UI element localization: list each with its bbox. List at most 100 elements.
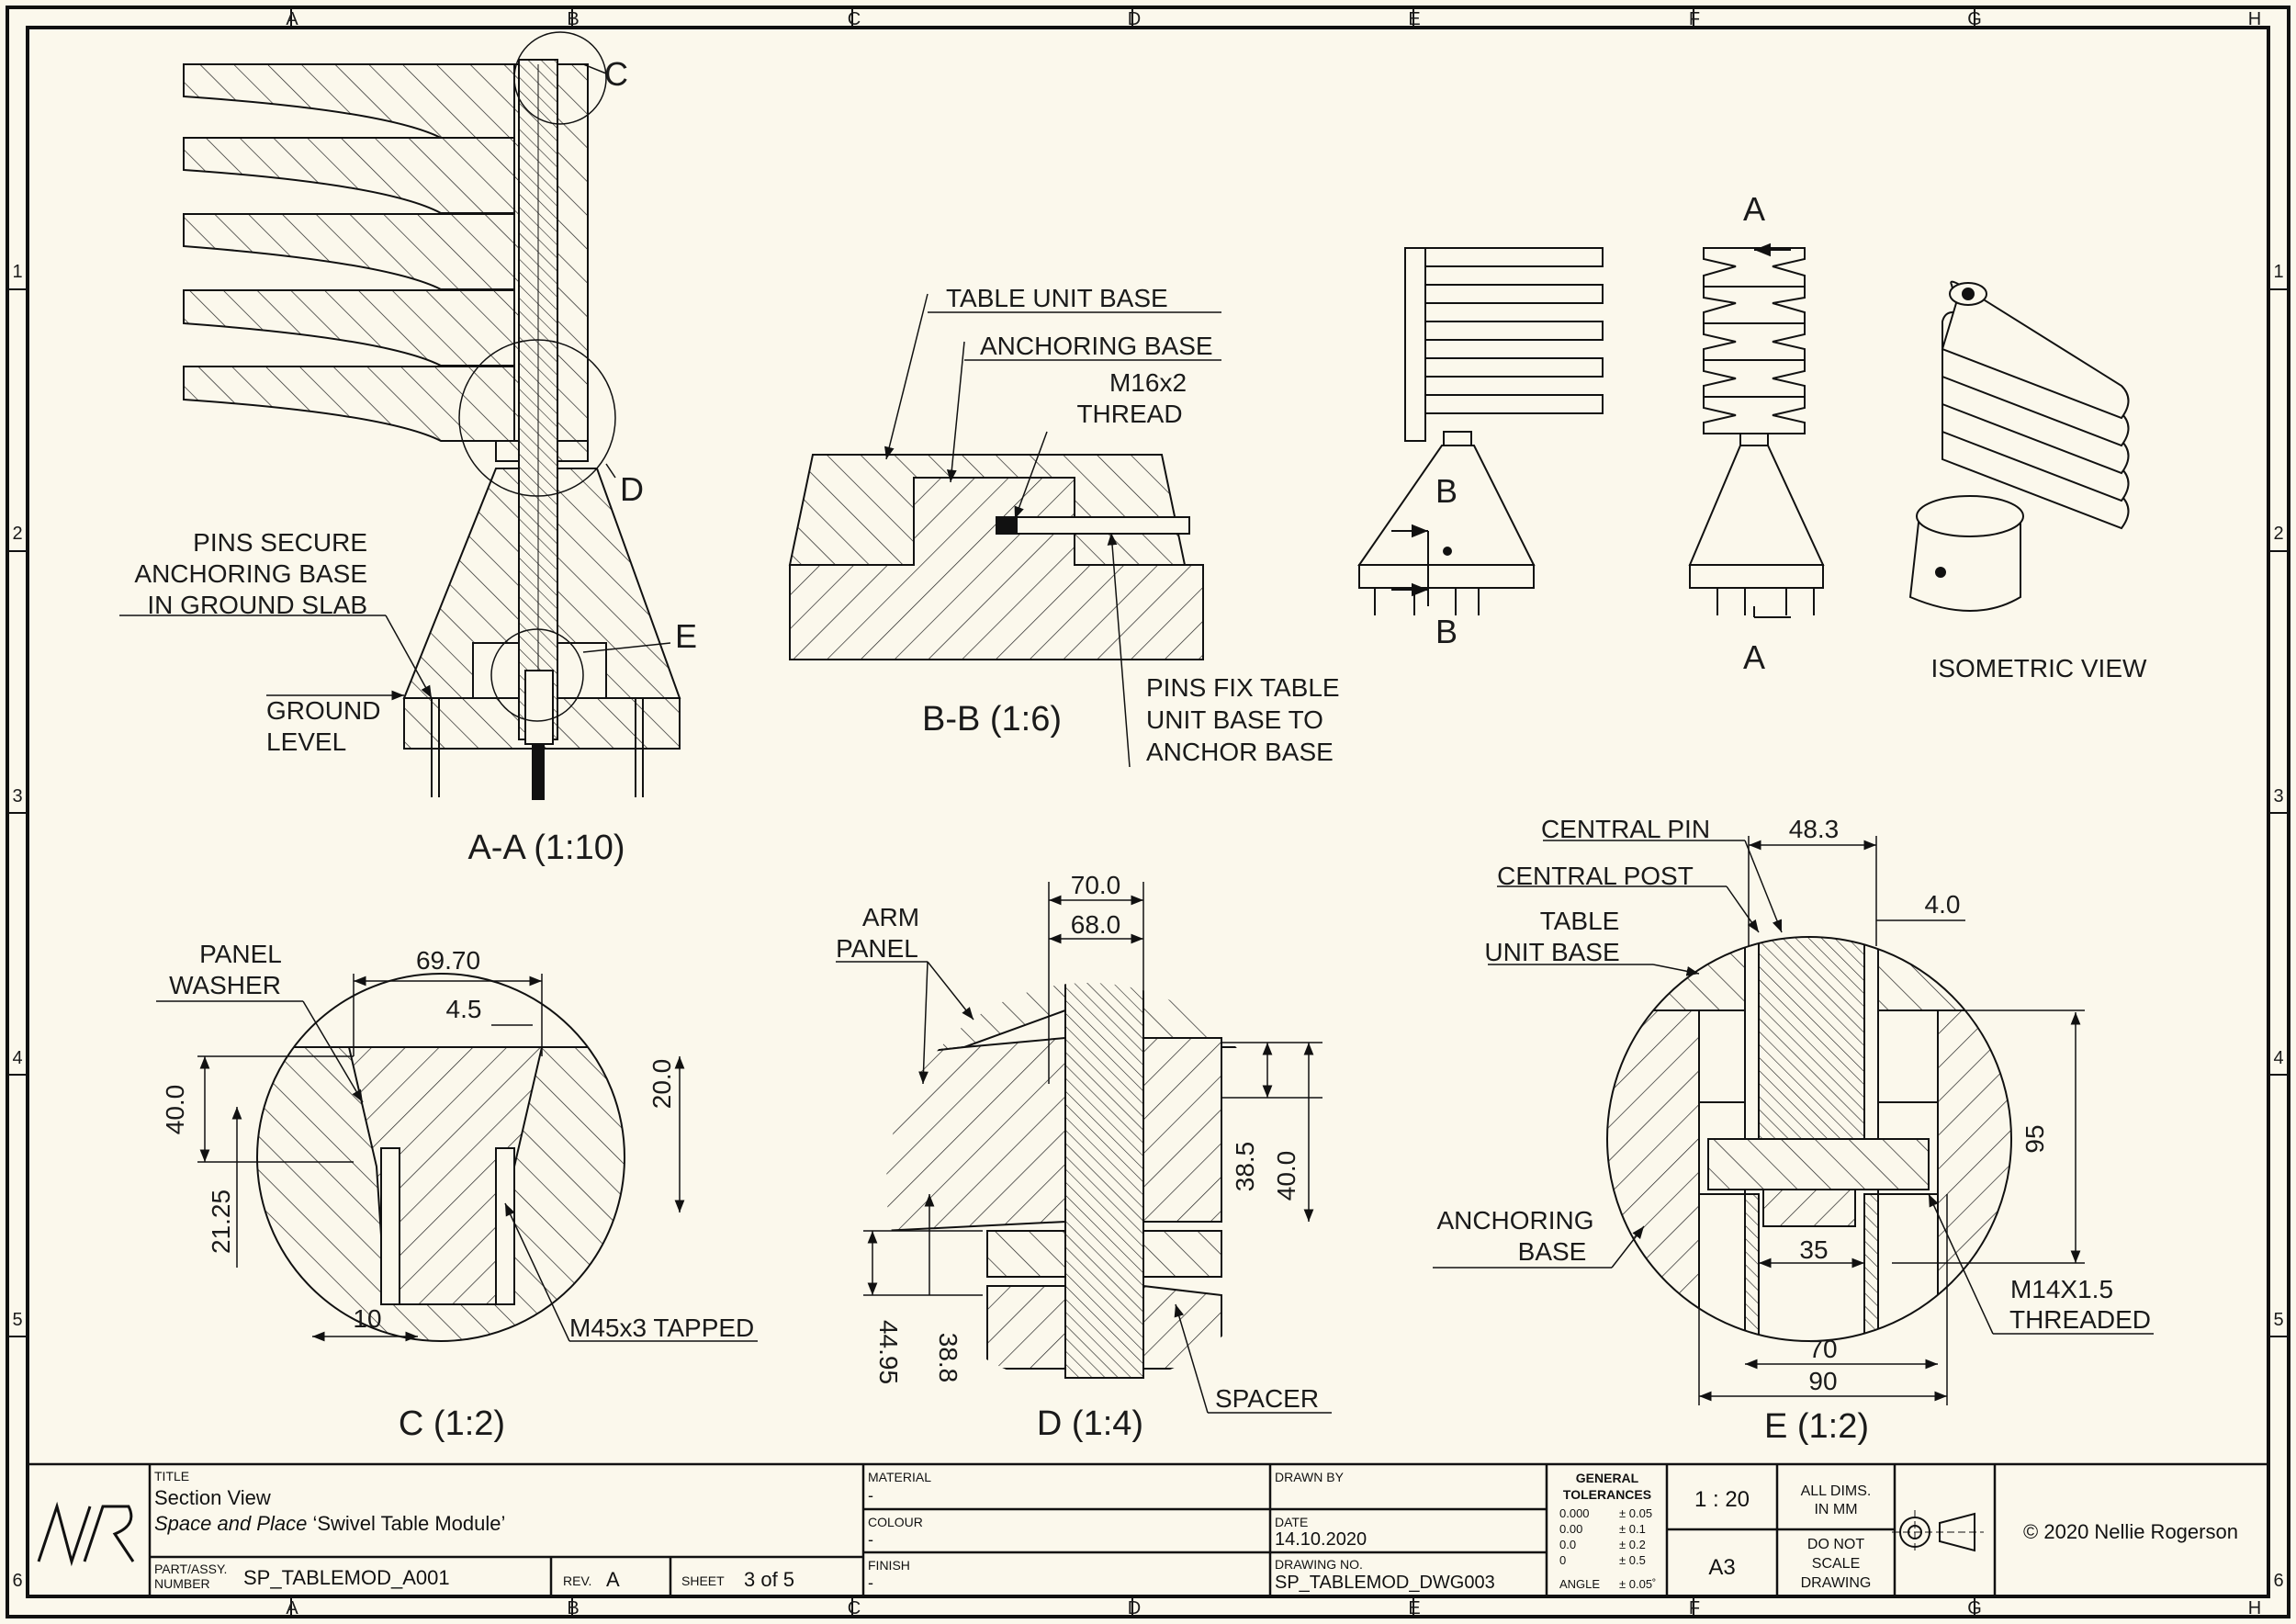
aa-note-line-1: PINS SECURE bbox=[193, 528, 367, 557]
e-dim-35: 35 bbox=[1799, 1235, 1828, 1264]
col-label-f-bottom: F bbox=[1689, 1598, 1700, 1618]
col-label-b: B bbox=[567, 9, 579, 29]
d-dim-68-0: 68.0 bbox=[1071, 910, 1121, 939]
tol-row-4-value: ± 0.5 bbox=[1619, 1553, 1646, 1567]
bb-view-title: B-B (1:6) bbox=[922, 700, 1062, 739]
d-dim-38-5: 38.5 bbox=[1231, 1142, 1259, 1192]
tolerances-title-line-2: TOLERANCES bbox=[1563, 1487, 1651, 1502]
aa-detail-c-label: C bbox=[604, 55, 628, 93]
row-label-5-right: 5 bbox=[2273, 1310, 2283, 1330]
subtitle-module: ‘Swivel Table Module’ bbox=[307, 1512, 505, 1535]
col-label-a-bottom: A bbox=[286, 1598, 298, 1618]
title-block-text: TITLE Section View Space and Place ‘Swiv… bbox=[37, 1469, 2238, 1593]
col-label-g: G bbox=[1967, 9, 1982, 29]
tol-row-3-precision: 0.0 bbox=[1559, 1538, 1576, 1551]
rev-value: A bbox=[606, 1568, 620, 1591]
e-dim-4-0: 4.0 bbox=[1925, 890, 1961, 919]
e-unit-base-label: UNIT BASE bbox=[1484, 938, 1619, 966]
d-spacer-label: SPACER bbox=[1215, 1384, 1319, 1413]
material-value: - bbox=[868, 1486, 873, 1505]
row-label-2-right: 2 bbox=[2273, 524, 2283, 544]
e-threaded-line-2: THREADED bbox=[2009, 1305, 2151, 1334]
bb-pins-line-2: UNIT BASE TO bbox=[1146, 705, 1323, 734]
e-dim-48-3: 48.3 bbox=[1789, 815, 1840, 843]
finish-value: - bbox=[868, 1573, 873, 1592]
angle-label: ANGLE bbox=[1559, 1577, 1600, 1591]
tol-row-3-value: ± 0.2 bbox=[1619, 1538, 1646, 1551]
row-label-4: 4 bbox=[12, 1048, 22, 1068]
aa-detail-e-label: E bbox=[675, 617, 697, 655]
do-not-scale-line-1: DO NOT bbox=[1807, 1537, 1864, 1552]
bb-thread-line-1: M16x2 bbox=[1109, 368, 1187, 397]
c-panel-label: PANEL bbox=[199, 940, 282, 968]
tol-row-2-precision: 0.00 bbox=[1559, 1522, 1582, 1536]
col-label-d-bottom: D bbox=[1128, 1598, 1141, 1618]
all-dims-line-1: ALL DIMS. bbox=[1801, 1483, 1872, 1499]
all-dims-line-2: IN MM bbox=[1814, 1502, 1857, 1517]
isometric-view bbox=[1908, 280, 2130, 612]
section-view-bb bbox=[788, 293, 1221, 768]
d-dim-40-0: 40.0 bbox=[1272, 1151, 1300, 1201]
bb-thread-line-2: THREAD bbox=[1076, 400, 1182, 428]
col-label-h: H bbox=[2248, 9, 2261, 29]
col-label-c: C bbox=[848, 9, 861, 29]
material-label: MATERIAL bbox=[868, 1470, 931, 1484]
c-dim-4-5: 4.5 bbox=[446, 995, 482, 1023]
part-label-line-1: PART/ASSY. bbox=[154, 1562, 227, 1576]
tol-row-4-precision: 0 bbox=[1559, 1553, 1566, 1567]
e-base-label: BASE bbox=[1518, 1237, 1587, 1266]
row-label-3-right: 3 bbox=[2273, 786, 2283, 806]
subtitle-project: Space and Place bbox=[154, 1512, 307, 1535]
e-central-post-label: CENTRAL POST bbox=[1497, 862, 1694, 890]
do-not-scale-line-3: DRAWING bbox=[1801, 1575, 1872, 1591]
bb-pins-line-1: PINS FIX TABLE bbox=[1146, 673, 1340, 702]
c-washer-label: WASHER bbox=[169, 971, 281, 999]
title-label: TITLE bbox=[154, 1469, 189, 1483]
e-dim-95: 95 bbox=[2020, 1124, 2049, 1153]
c-dim-69-70: 69.70 bbox=[416, 946, 480, 975]
col-label-f: F bbox=[1689, 9, 1700, 29]
paper-size: A3 bbox=[1708, 1555, 1735, 1580]
d-panel-label: PANEL bbox=[836, 934, 918, 963]
row-label-6: 6 bbox=[12, 1571, 22, 1591]
d-dim-44-95: 44.95 bbox=[874, 1320, 903, 1384]
e-threaded-line-1: M14X1.5 bbox=[2010, 1275, 2113, 1303]
c-view-title: C (1:2) bbox=[399, 1404, 505, 1443]
date-label: DATE bbox=[1275, 1515, 1308, 1529]
rev-label: REV. bbox=[563, 1573, 591, 1588]
d-dim-38-8: 38.8 bbox=[934, 1333, 962, 1383]
tol-row-1-precision: 0.000 bbox=[1559, 1506, 1590, 1520]
bb-anchoring-base-label: ANCHORING BASE bbox=[980, 332, 1213, 360]
colour-label: COLOUR bbox=[868, 1515, 923, 1529]
col-label-a: A bbox=[286, 9, 298, 29]
tolerances-title-line-1: GENERAL bbox=[1576, 1471, 1639, 1485]
finish-label: FINISH bbox=[868, 1558, 910, 1573]
detail-view-d bbox=[836, 882, 1332, 1414]
section-view-aa bbox=[119, 31, 681, 800]
aa-view-title: A-A (1:10) bbox=[467, 829, 625, 867]
scale-value: 1 : 20 bbox=[1694, 1487, 1750, 1512]
row-label-6-right: 6 bbox=[2273, 1571, 2283, 1591]
title-block bbox=[26, 1462, 2270, 1598]
col-label-c-bottom: C bbox=[848, 1598, 861, 1618]
row-label-2: 2 bbox=[12, 524, 22, 544]
e-dim-70: 70 bbox=[1808, 1335, 1837, 1363]
row-label-5: 5 bbox=[12, 1310, 22, 1330]
part-number: SP_TABLEMOD_A001 bbox=[243, 1566, 450, 1589]
aa-ground-line-1: GROUND bbox=[266, 696, 380, 725]
aa-note-line-3: IN GROUND SLAB bbox=[147, 591, 367, 619]
do-not-scale-line-2: SCALE bbox=[1812, 1556, 1860, 1572]
row-label-1: 1 bbox=[12, 262, 22, 282]
projection-symbol-icon bbox=[1892, 1510, 1984, 1554]
tol-row-1-value: ± 0.05 bbox=[1619, 1506, 1652, 1520]
c-dim-20-0: 20.0 bbox=[647, 1059, 676, 1110]
sheet-label: SHEET bbox=[681, 1573, 725, 1588]
row-label-3: 3 bbox=[12, 786, 22, 806]
bb-table-unit-base-label: TABLE UNIT BASE bbox=[946, 284, 1168, 312]
d-view-title: D (1:4) bbox=[1037, 1404, 1143, 1443]
e-view-title: E (1:2) bbox=[1764, 1407, 1869, 1446]
drawn-by-label: DRAWN BY bbox=[1275, 1470, 1345, 1484]
side-section-a-top: A bbox=[1743, 190, 1765, 228]
detail-view-c bbox=[156, 973, 758, 1342]
